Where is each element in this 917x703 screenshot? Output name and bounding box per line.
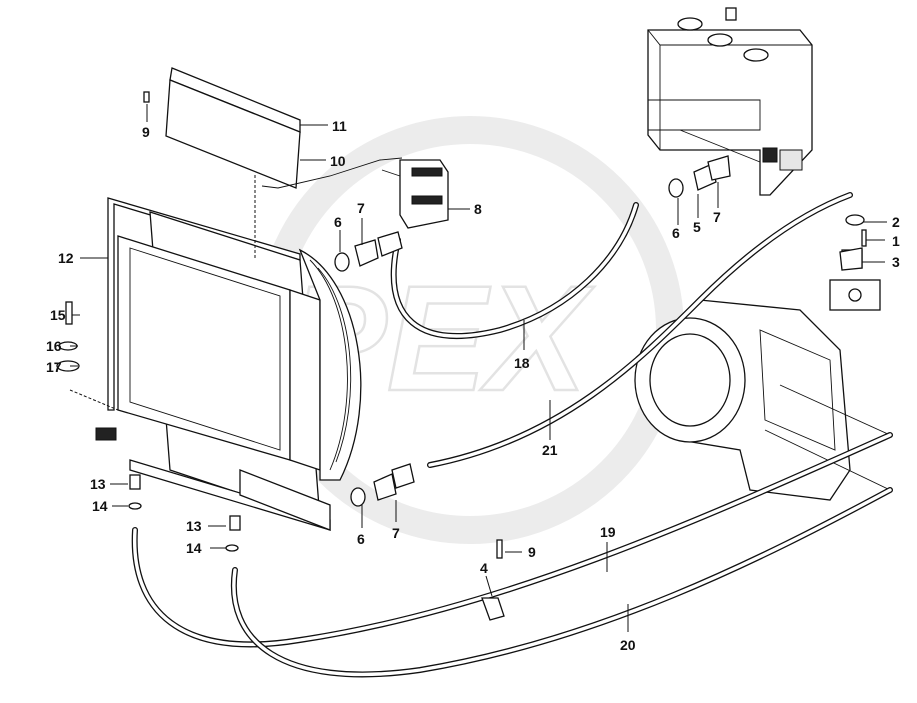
callout-19: 19: [600, 524, 616, 540]
transmission: [634, 249, 891, 501]
callout-4: 4: [480, 560, 488, 576]
cooler-assembly: [69, 175, 362, 531]
callout-5: 5: [693, 219, 701, 235]
callout-21: 21: [542, 442, 558, 458]
callout-6-right: 6: [672, 225, 680, 241]
filter-assembly: [381, 159, 449, 229]
callout-7: 7: [357, 200, 365, 216]
hydraulic-tank: [647, 7, 813, 196]
callout-6: 6: [334, 214, 342, 230]
hose-18: [390, 202, 639, 339]
callout-2: 2: [892, 214, 900, 230]
callout-15: 15: [50, 307, 66, 323]
callout-13: 13: [90, 476, 106, 492]
callout-14-right: 14: [186, 540, 202, 556]
callout-14: 14: [92, 498, 108, 514]
callout-11: 11: [332, 118, 347, 134]
breather-tube: [261, 157, 403, 189]
deflector-panel: [165, 67, 301, 189]
hose-21: [427, 192, 853, 468]
callout-10: 10: [330, 153, 346, 169]
leader-lines: [70, 104, 887, 632]
callout-labels: 11 9 10 8 7 6 12 15 16 17 18 21 6 5 7 2 …: [46, 118, 900, 653]
callout-1: 1: [892, 233, 900, 249]
callout-7-right: 7: [713, 209, 721, 225]
callout-13-right: 13: [186, 518, 202, 534]
callout-16: 16: [46, 338, 62, 354]
callout-8: 8: [474, 201, 482, 217]
hose-20: [230, 487, 893, 678]
callout-9: 9: [142, 124, 150, 140]
hose-19: [131, 432, 893, 648]
callout-17: 17: [46, 359, 62, 375]
fittings: [56, 91, 867, 621]
callout-9-bottom: 9: [528, 544, 536, 560]
callout-18: 18: [514, 355, 530, 371]
callout-20: 20: [620, 637, 636, 653]
callout-3: 3: [892, 254, 900, 270]
callout-6-bottom: 6: [357, 531, 365, 547]
callout-12: 12: [58, 250, 74, 266]
callout-7-bottom: 7: [392, 525, 400, 541]
